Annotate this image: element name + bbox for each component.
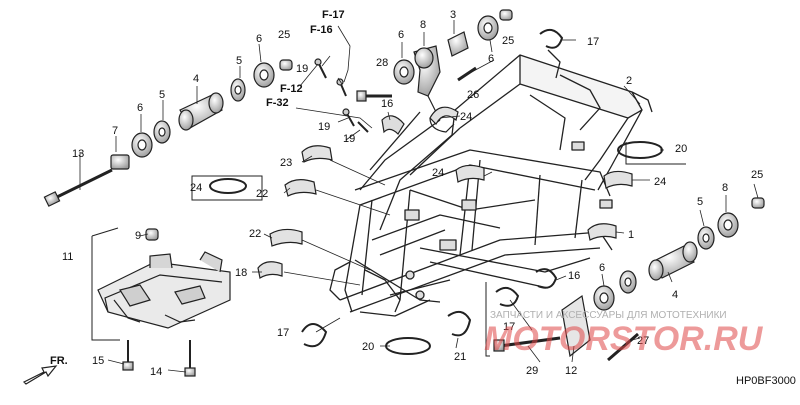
ref-label-f12: F-12: [280, 83, 303, 95]
part-label-15: 15: [92, 355, 104, 367]
part-label-22-a: 22: [256, 188, 268, 200]
part-label-8-b: 8: [722, 182, 728, 194]
bushings-right: [493, 197, 765, 362]
part-label-20-b: 20: [362, 341, 374, 353]
part-label-6-e: 6: [599, 262, 605, 274]
part-label-16-a: 16: [381, 98, 393, 110]
part-label-22-b: 22: [249, 228, 261, 240]
part-label-17-b: 17: [277, 327, 289, 339]
part-label-24-c: 24: [432, 167, 444, 179]
reference-labels: F-17 F-16 F-12 F-32: [266, 9, 345, 109]
front-arrow-icon: [22, 365, 58, 385]
part-label-29: 29: [526, 365, 538, 377]
part-label-6-b: 6: [256, 33, 262, 45]
diagram-code: HP0BF3000: [736, 375, 796, 387]
part-label-12: 12: [565, 365, 577, 377]
part-label-19-c: 19: [343, 133, 355, 145]
ref-label-f17: F-17: [322, 9, 345, 21]
part-label-11: 11: [62, 251, 73, 263]
part-label-17-c: 17: [503, 321, 515, 333]
part-label-21: 21: [454, 351, 466, 363]
part-label-23: 23: [280, 157, 292, 169]
part-label-4-left: 4: [193, 73, 199, 85]
part-label-1: 1: [628, 229, 634, 241]
part-label-25-b: 25: [502, 35, 514, 47]
part-label-7: 7: [112, 125, 118, 137]
part-label-26: 26: [467, 89, 479, 101]
part-label-13: 13: [72, 148, 84, 160]
part-label-5-a: 5: [159, 89, 165, 101]
top-parts: [314, 9, 513, 135]
ref-label-f16: F-16: [310, 24, 333, 36]
part-label-8-a: 8: [420, 19, 426, 31]
ref-label-f32: F-32: [266, 97, 289, 109]
part-label-14: 14: [150, 366, 162, 378]
leader-lines: [79, 20, 759, 373]
watermark-logo: MOTORSTOR.RU: [484, 320, 764, 358]
part-label-24-a: 24: [460, 111, 472, 123]
part-label-6-c: 6: [398, 29, 404, 41]
frame-drawing: [329, 49, 653, 317]
part-label-4-right: 4: [672, 289, 678, 301]
part-label-25-c: 25: [751, 169, 763, 181]
part-label-18: 18: [235, 267, 247, 279]
part-label-20-a: 20: [675, 143, 687, 155]
part-label-2: 2: [626, 75, 632, 87]
part-label-24-b: 24: [190, 182, 202, 194]
front-direction-indicator: FR.: [22, 355, 68, 385]
part-label-9: 9: [135, 230, 141, 242]
part-label-16-b: 16: [568, 270, 580, 282]
part-label-17-a: 17: [587, 36, 599, 48]
part-label-19-b: 19: [318, 121, 330, 133]
watermark-caption: ЗАПЧАСТИ И АКСЕССУАРЫ ДЛЯ МОТОТЕХНИКИ: [490, 310, 727, 321]
part-label-5-b: 5: [236, 55, 242, 67]
part-number-labels: 1 2 3 4 4 5 5 5 6 6 6 6 6 7 8 8 9 11 12 …: [62, 9, 763, 378]
part-label-25-a: 25: [278, 29, 290, 41]
callout-boxes: [91, 142, 686, 357]
front-label: FR.: [50, 355, 68, 367]
part-label-28: 28: [376, 57, 388, 69]
part-label-6-d: 6: [488, 53, 494, 65]
part-label-3: 3: [450, 9, 456, 21]
part-label-6-a: 6: [137, 102, 143, 114]
part-label-24-d: 24: [654, 176, 666, 188]
watermark: ЗАПЧАСТИ И АКСЕССУАРЫ ДЛЯ МОТОТЕХНИКИ MO…: [484, 310, 764, 358]
part-label-19-a: 19: [296, 63, 308, 75]
part-label-5-c: 5: [697, 196, 703, 208]
bushings-left: [43, 59, 293, 207]
part-label-27: 27: [637, 335, 649, 347]
skid-plate-drawing: [97, 228, 231, 377]
